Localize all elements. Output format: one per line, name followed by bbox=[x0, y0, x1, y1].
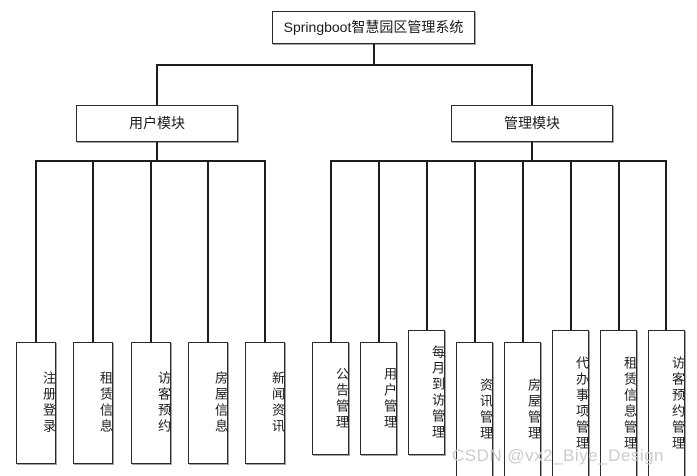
connector-admin-child-7 bbox=[618, 160, 620, 331]
module-node-user-label: 用户模块 bbox=[129, 115, 185, 132]
leaf-node-admin-1[interactable]: 公告管理 bbox=[312, 342, 349, 455]
leaf-node-user-4-label: 房屋信息 bbox=[213, 371, 228, 435]
leaf-node-admin-4[interactable]: 资讯管理 bbox=[456, 342, 493, 476]
leaf-node-admin-2[interactable]: 用户管理 bbox=[360, 342, 397, 455]
connector-user-child-1 bbox=[35, 160, 37, 343]
connector-user-child-3 bbox=[150, 160, 152, 343]
leaf-node-user-5[interactable]: 新闻资讯 bbox=[245, 342, 285, 464]
connector-admin-child-6 bbox=[570, 160, 572, 331]
connector-admin-child-4 bbox=[474, 160, 476, 343]
connector-admin-module-bus bbox=[330, 160, 666, 162]
connector-to-admin-module bbox=[531, 64, 533, 106]
module-node-admin[interactable]: 管理模块 bbox=[451, 105, 613, 142]
connector-admin-child-5 bbox=[522, 160, 524, 343]
connector-admin-child-3 bbox=[426, 160, 428, 331]
root-node-label: Springboot智慧园区管理系统 bbox=[283, 19, 464, 36]
leaf-node-admin-5-label: 房屋管理 bbox=[526, 378, 541, 442]
leaf-node-user-2[interactable]: 租赁信息 bbox=[73, 342, 113, 464]
connector-admin-child-2 bbox=[378, 160, 380, 343]
leaf-node-admin-7-label: 租赁信息管理 bbox=[622, 356, 637, 452]
leaf-node-admin-8[interactable]: 访客预约管理 bbox=[648, 330, 685, 476]
leaf-node-admin-8-label: 访客预约管理 bbox=[670, 356, 685, 452]
connector-user-child-2 bbox=[92, 160, 94, 343]
leaf-node-user-5-label: 新闻资讯 bbox=[270, 371, 285, 435]
leaf-node-admin-2-label: 用户管理 bbox=[382, 366, 397, 431]
leaf-node-admin-5[interactable]: 房屋管理 bbox=[504, 342, 541, 476]
leaf-node-admin-6[interactable]: 代办事项管理 bbox=[552, 330, 589, 476]
connector-user-child-4 bbox=[207, 160, 209, 343]
leaf-node-user-4[interactable]: 房屋信息 bbox=[188, 342, 228, 464]
connector-user-child-5 bbox=[264, 160, 266, 343]
leaf-node-user-3[interactable]: 访客预约 bbox=[131, 342, 171, 464]
leaf-node-admin-7[interactable]: 租赁信息管理 bbox=[600, 330, 637, 476]
connector-admin-module-stem bbox=[531, 142, 533, 161]
leaf-node-admin-6-label: 代办事项管理 bbox=[574, 356, 589, 452]
module-node-admin-label: 管理模块 bbox=[504, 115, 560, 132]
leaf-node-user-2-label: 租赁信息 bbox=[98, 371, 113, 435]
connector-user-module-stem bbox=[156, 142, 158, 161]
connector-admin-child-8 bbox=[665, 160, 667, 331]
connector-to-user-module bbox=[156, 64, 158, 106]
leaf-node-admin-4-label: 资讯管理 bbox=[478, 378, 493, 442]
leaf-node-admin-3[interactable]: 每月到访管理 bbox=[408, 330, 445, 455]
connector-root-stem bbox=[373, 44, 375, 65]
leaf-node-user-1-label: 注册登录 bbox=[41, 371, 56, 435]
leaf-node-user-3-label: 访客预约 bbox=[156, 371, 171, 435]
root-node-system[interactable]: Springboot智慧园区管理系统 bbox=[272, 11, 475, 44]
leaf-node-user-1[interactable]: 注册登录 bbox=[16, 342, 56, 464]
leaf-node-admin-3-label: 每月到访管理 bbox=[430, 344, 445, 441]
connector-admin-child-1 bbox=[330, 160, 332, 343]
leaf-node-admin-1-label: 公告管理 bbox=[334, 366, 349, 431]
module-node-user[interactable]: 用户模块 bbox=[76, 105, 238, 142]
connector-root-bus bbox=[156, 64, 533, 66]
